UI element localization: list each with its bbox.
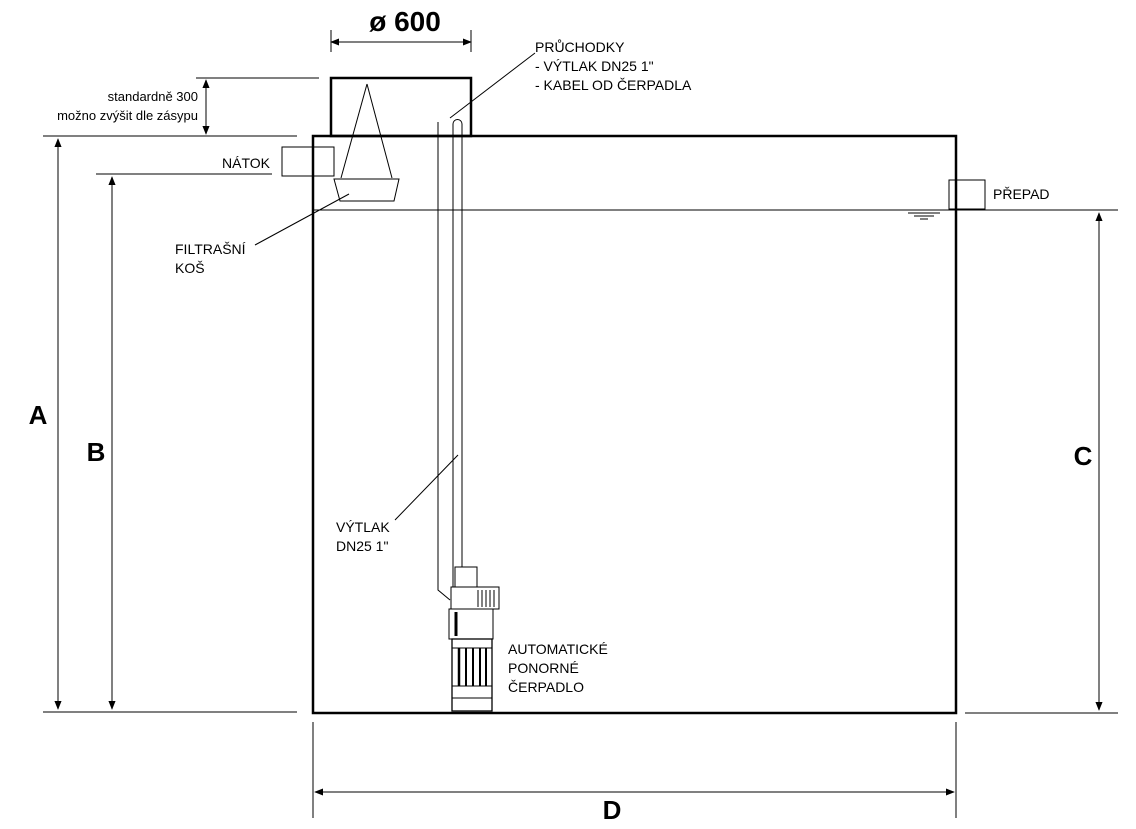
diameter-label: ø 600 (369, 6, 441, 37)
pump-label-line2: PONORNÉ (508, 660, 579, 676)
inlet-pipe (281, 146, 335, 177)
dim-c-label: C (1074, 441, 1093, 471)
tank-body (311, 134, 958, 715)
discharge-pipe (437, 119, 463, 604)
manhole-riser (329, 76, 473, 138)
overflow-pipe (948, 179, 986, 210)
dim-d-label: D (603, 795, 622, 825)
dim-b-label: B (87, 437, 106, 467)
passages-label-line2: - VÝTLAK DN25 1" (535, 58, 654, 74)
riser-note-line2: možno zvýšit dle zásypu (57, 108, 198, 123)
dim-a-label: A (29, 400, 48, 430)
filter-basket (333, 83, 400, 202)
discharge-label-line2: DN25 1" (336, 538, 388, 554)
filter-leader (254, 193, 350, 246)
passages-label-line3: - KABEL OD ČERPADLA (535, 77, 692, 93)
passages-label-line1: PRŮCHODKY (535, 38, 625, 55)
filter-label-line2: KOŠ (175, 260, 205, 276)
discharge-label-line1: VÝTLAK (336, 519, 390, 535)
pump-label-line3: ČERPADLO (508, 679, 584, 695)
passages-leader (449, 52, 536, 119)
riser-note-line1: standardně 300 (108, 89, 198, 104)
submersible-pump (448, 566, 500, 712)
filter-label-line1: FILTRAŠNÍ (175, 241, 246, 257)
overflow-label: PŘEPAD (993, 186, 1050, 202)
pump-label-line1: AUTOMATICKÉ (508, 641, 608, 657)
discharge-leader (394, 454, 459, 521)
inlet-label: NÁTOK (222, 155, 271, 171)
water-level-symbol (908, 212, 940, 220)
